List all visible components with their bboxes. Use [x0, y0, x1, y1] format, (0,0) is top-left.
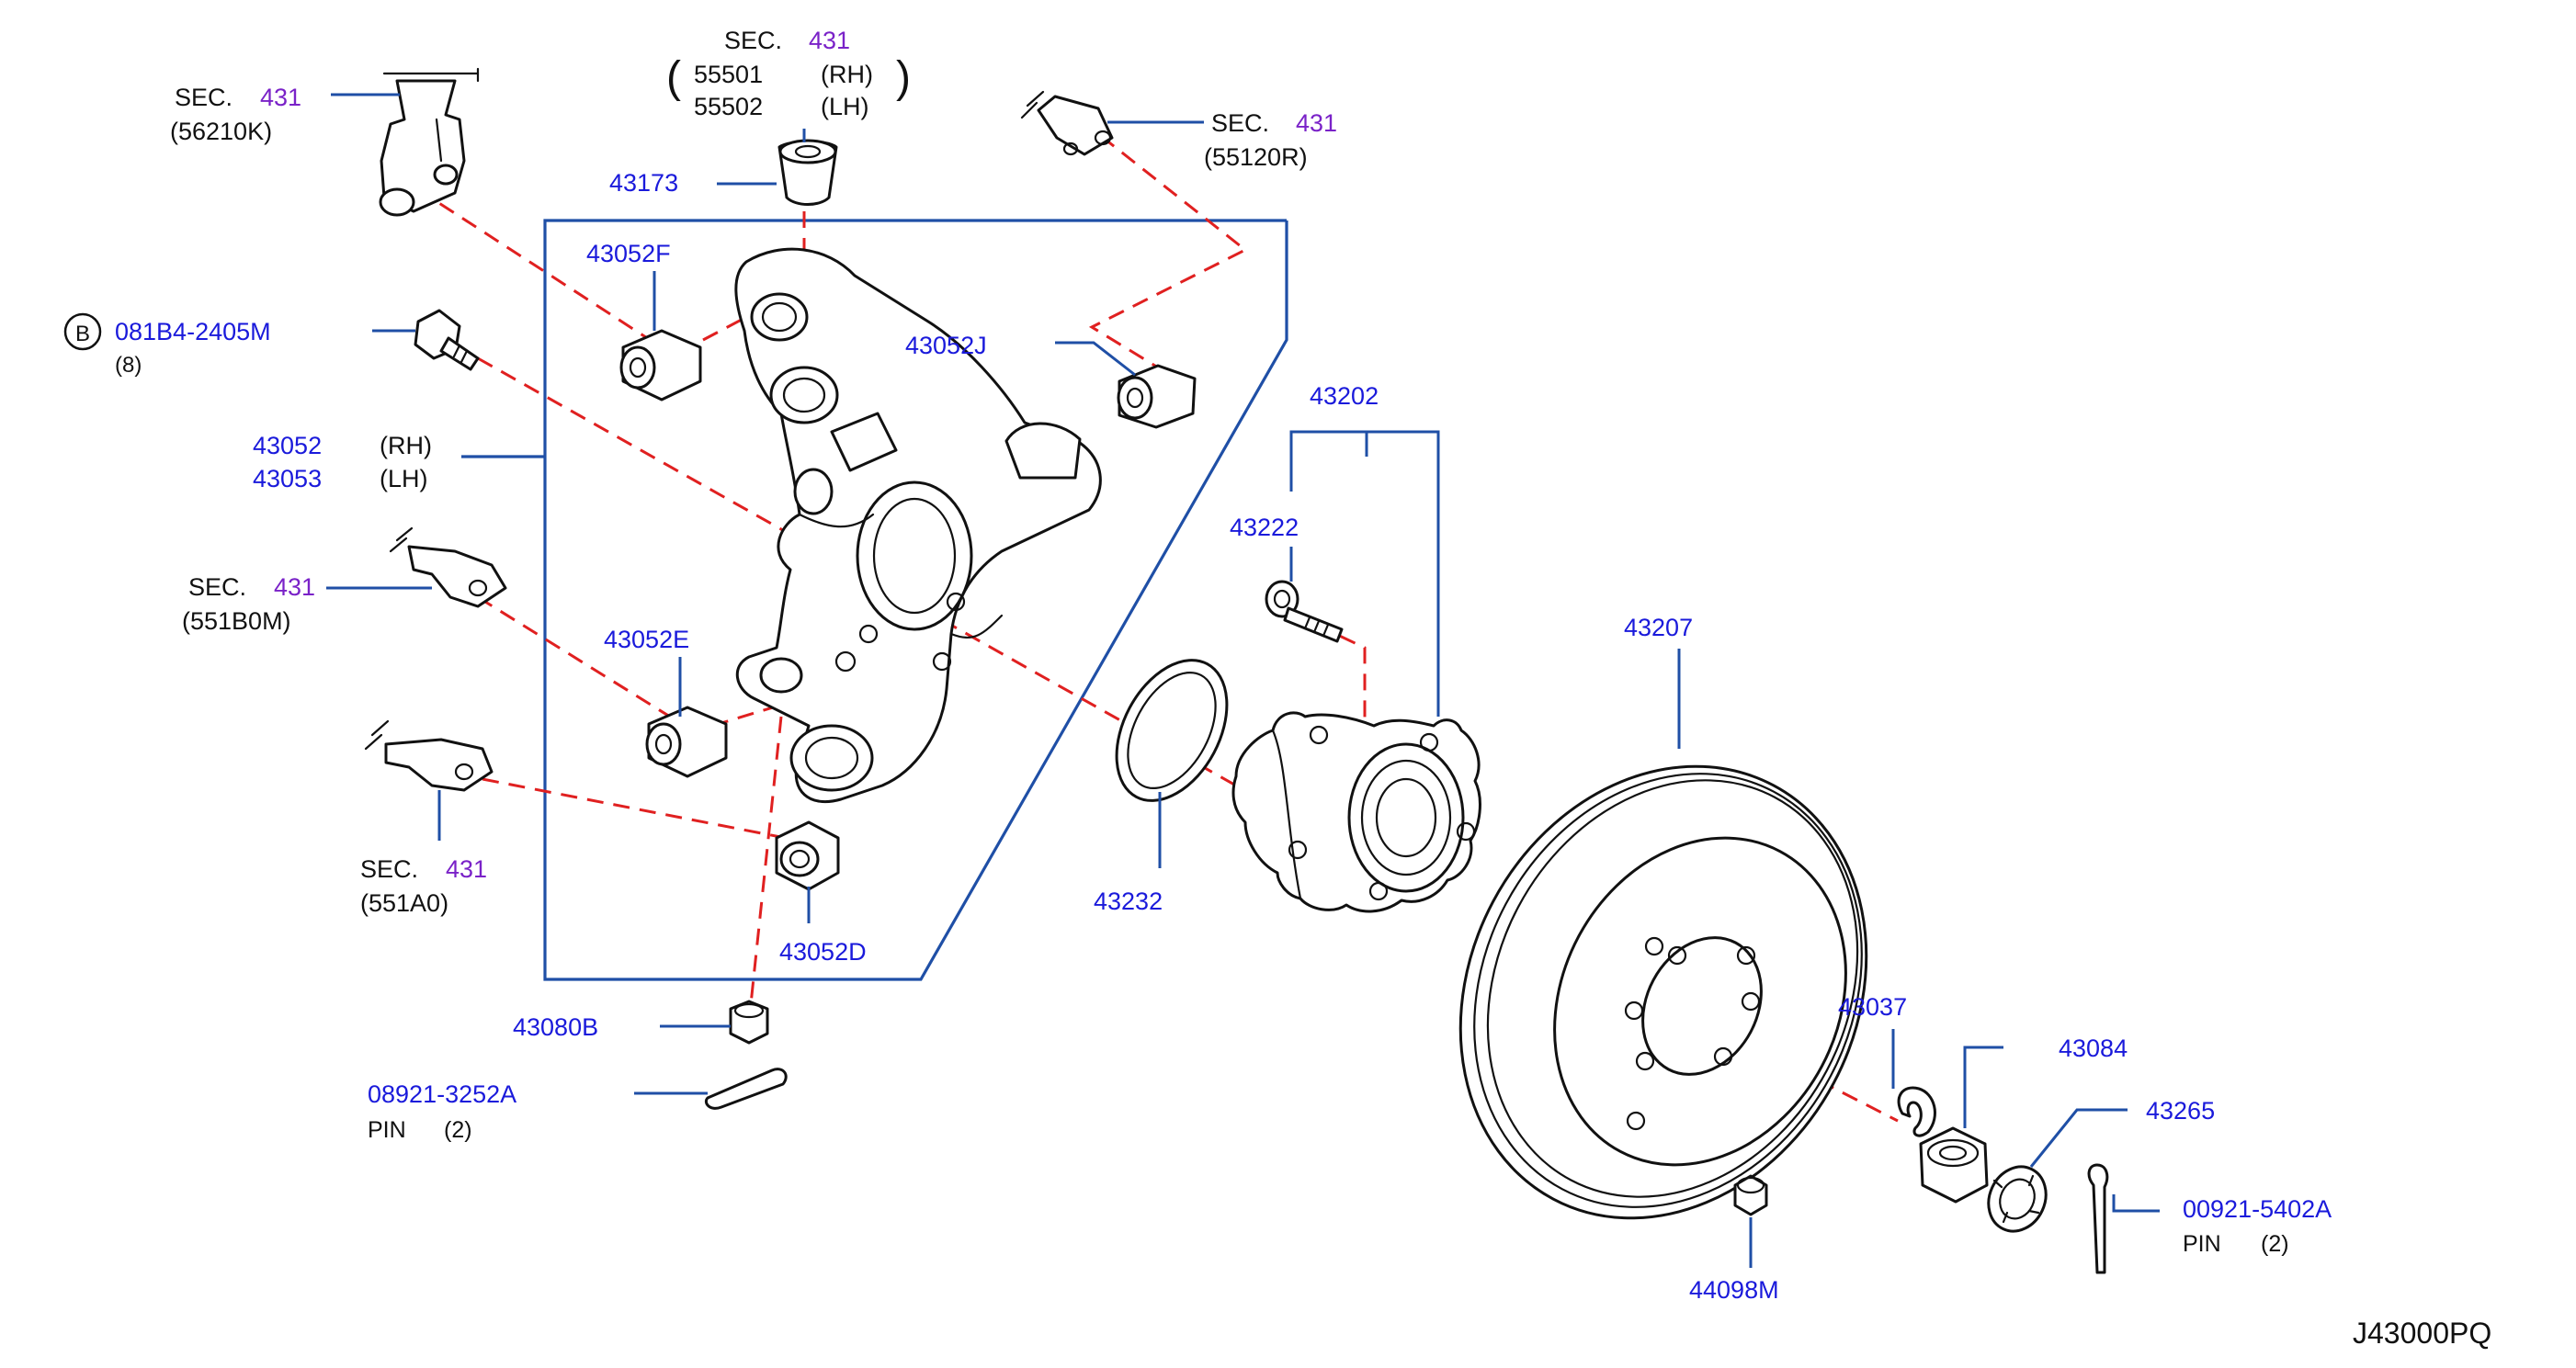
hub-43202	[1231, 711, 1481, 913]
bracket-close: )	[896, 53, 911, 102]
brake-disc-43207	[1458, 764, 1868, 1220]
sec-code-front-lower-link[interactable]: 431	[274, 573, 315, 601]
part-number-43080B[interactable]: 43080B	[513, 1013, 598, 1041]
nut-cap-43265	[1987, 1165, 2048, 1233]
part-number-43052[interactable]: 43052	[253, 432, 322, 459]
part-number-43265[interactable]: 43265	[2146, 1097, 2215, 1125]
sec-ref-551A0: (551A0)	[360, 889, 448, 917]
rh-label-43052: (RH)	[380, 432, 432, 459]
snap-ring-43037	[1897, 1086, 1936, 1137]
pin-label-00921: PIN	[2183, 1231, 2221, 1257]
drawing-code: J43000PQ	[2353, 1317, 2491, 1350]
nut-43084	[1919, 1126, 1989, 1204]
sec-label-upper-link: SEC.	[175, 84, 233, 111]
assembly-frame	[543, 219, 1288, 981]
pin-label-08921: PIN	[368, 1117, 406, 1143]
part-number-43052E[interactable]: 43052E	[604, 626, 689, 653]
link-56210K	[379, 67, 480, 217]
leader-lines	[326, 93, 2160, 1268]
part-number-43084[interactable]: 43084	[2059, 1034, 2128, 1062]
sec-label-front-lower-link: SEC.	[188, 573, 246, 601]
link-55120R	[1020, 90, 1114, 156]
part-number-43037[interactable]: 43037	[1838, 993, 1907, 1021]
part-number-43053[interactable]: 43053	[253, 465, 322, 492]
part-number-08921-3252A[interactable]: 08921-3252A	[368, 1080, 516, 1108]
bushing-43173	[777, 139, 838, 206]
part-number-43207[interactable]: 43207	[1624, 614, 1693, 641]
bolt-symbol-circle	[63, 312, 102, 351]
bushing-43052F	[619, 329, 702, 401]
sec-ref-55120R: (55120R)	[1204, 143, 1308, 171]
link-551A0	[364, 719, 494, 792]
sec-label-rear-lower-link: SEC.	[360, 855, 418, 883]
lh-label-43053: (LH)	[380, 465, 428, 492]
part-number-43222[interactable]: 43222	[1230, 514, 1299, 541]
sec-code-rear-lower-link[interactable]: 431	[446, 855, 487, 883]
seal-43232	[1115, 659, 1229, 802]
quantity-00921: (2)	[2261, 1231, 2289, 1257]
part-number-43202[interactable]: 43202	[1310, 382, 1379, 410]
part-number-00921-5402A[interactable]: 00921-5402A	[2183, 1195, 2332, 1223]
bushing-43052D	[775, 820, 840, 891]
cotter-pin-00921	[2087, 1163, 2109, 1274]
part-number-43052D[interactable]: 43052D	[779, 938, 867, 966]
bolt-symbol-letter: B	[75, 322, 90, 346]
quantity-08921: (2)	[444, 1117, 472, 1143]
part-number-44098M[interactable]: 44098M	[1689, 1276, 1779, 1304]
part-number-43052F[interactable]: 43052F	[586, 240, 671, 267]
bushing-43052J	[1117, 364, 1197, 429]
sec-code-center-link[interactable]: 431	[809, 27, 850, 54]
sec-label-upper-right-link: SEC.	[1211, 109, 1269, 137]
knuckle-part	[734, 247, 1102, 804]
sec-code-upper-link[interactable]: 431	[260, 84, 301, 111]
part-number-43052J[interactable]: 43052J	[905, 332, 987, 359]
part-number-43232[interactable]: 43232	[1094, 888, 1163, 915]
bolt-081B4	[414, 309, 480, 371]
sec-code-upper-right-link[interactable]: 431	[1296, 109, 1337, 137]
link-551B0M	[389, 526, 507, 608]
sec-ref-56210K: (56210K)	[170, 118, 272, 145]
lh-label-55502: (LH)	[821, 93, 869, 120]
sec-ref-55501: 55501	[694, 61, 763, 88]
quantity-081B4: (8)	[115, 353, 142, 378]
hub-bolt-43222	[1265, 580, 1344, 643]
part-number-43173[interactable]: 43173	[609, 169, 678, 197]
sec-label-center-link: SEC.	[724, 27, 782, 54]
sec-ref-55502: 55502	[694, 93, 763, 120]
bracket-open: (	[666, 53, 681, 102]
rh-label-55501: (RH)	[821, 61, 873, 88]
bushing-44098M	[1733, 1174, 1768, 1216]
sec-ref-551B0M: (551B0M)	[182, 607, 291, 635]
bushing-43052E	[645, 706, 728, 778]
nut-43080B	[729, 1000, 769, 1045]
part-number-081B4-2405M[interactable]: 081B4-2405M	[115, 318, 271, 345]
cotter-pin-08921	[704, 1068, 788, 1110]
